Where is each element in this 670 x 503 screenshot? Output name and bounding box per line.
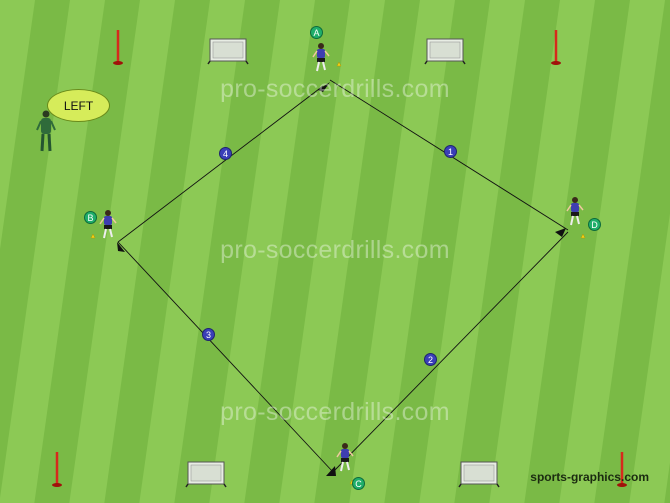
pass-number-3: 3 [202, 328, 215, 341]
arrowhead-icon [117, 242, 125, 252]
player-label-c: C [352, 477, 365, 490]
player-label-b: B [84, 211, 97, 224]
watermark: pro-soccerdrills.com [220, 398, 450, 426]
coach-icon [36, 110, 56, 152]
pass-lines [117, 79, 569, 473]
pass-line-2 [332, 231, 569, 473]
mini-goal-icon [424, 38, 466, 65]
arrowhead-icon [555, 228, 566, 237]
pass-number-2: 2 [424, 353, 437, 366]
credit-text: sports-graphics.com [530, 470, 649, 484]
pass-line-3 [117, 241, 334, 473]
watermark: pro-soccerdrills.com [220, 75, 450, 103]
cone-icon [90, 233, 96, 239]
cone-icon [580, 233, 586, 239]
mini-goal-icon [185, 461, 227, 488]
watermark: pro-soccerdrills.com [220, 236, 450, 264]
coach-speech-bubble: LEFT [47, 89, 110, 122]
arrowheads [117, 82, 566, 476]
pass-line-4 [117, 85, 324, 243]
arrowhead-icon [326, 466, 336, 476]
arrowhead-icon [318, 82, 330, 92]
mini-goal-icon [458, 461, 500, 488]
mini-goal-icon [207, 38, 249, 65]
cone-icon [336, 61, 342, 67]
player-label-a: A [310, 26, 323, 39]
pass-number-4: 4 [219, 147, 232, 160]
player-label-d: D [588, 218, 601, 231]
pass-number-1: 1 [444, 145, 457, 158]
